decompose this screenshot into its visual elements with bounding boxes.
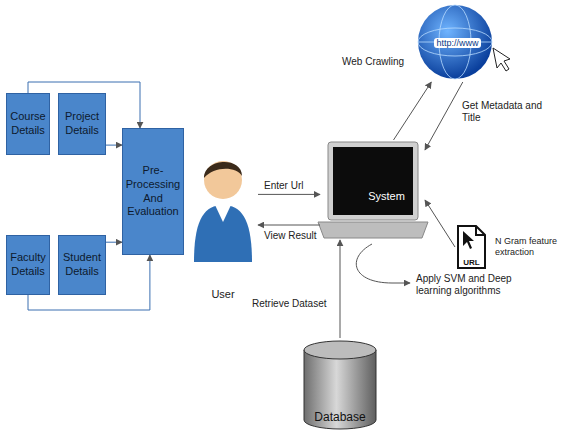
connector-arrow [258,194,320,195]
input-box: Project Details [58,93,106,155]
system-laptop: System [320,140,425,240]
connector-arrow [425,200,455,247]
database: Database [300,338,380,430]
node-text: Student Details [61,251,103,279]
node-text: Pre-Processing And Evaluation [125,164,181,219]
edge-label: Retrieve Dataset [250,298,328,310]
input-box: Student Details [58,235,106,295]
node-text: Faculty Details [9,251,47,279]
globe-illustration [418,5,510,79]
input-box: Faculty Details [6,235,50,295]
connector-arrow [106,242,122,243]
connector-arrow [394,82,432,140]
annotation-label: N Gram feature extraction [493,236,565,258]
loop-arrow [356,244,410,283]
connector-arrow [258,225,320,226]
database-cylinder [304,341,376,429]
node-text: URL [463,258,479,267]
url-file-icon [458,226,485,268]
node-text: Course Details [9,110,47,138]
node-text: http://www [434,38,480,48]
connector-arrow [340,240,341,338]
web-globe: http://www [405,4,510,82]
annotation-label: Apply SVM and Deep learning algorithms [414,273,543,297]
laptop-illustration [318,142,428,238]
node-text: Project Details [61,110,103,138]
edge-label: Enter Url [262,180,305,192]
connector-arrow [425,82,463,150]
edge-label: Web Crawling [340,56,406,68]
edge-label: View Result [262,230,319,242]
connector-arrow [106,145,122,146]
edge-label: Get Metadata and Title [460,100,559,124]
user-actor: User [188,140,258,300]
user-figure [194,161,252,262]
process-box: Pre-Processing And Evaluation [122,128,184,255]
node-text: System [368,190,405,202]
url-icon: URL [455,224,488,270]
input-box: Course Details [6,93,50,155]
node-text: User [211,288,234,300]
node-text: Database [314,410,365,424]
